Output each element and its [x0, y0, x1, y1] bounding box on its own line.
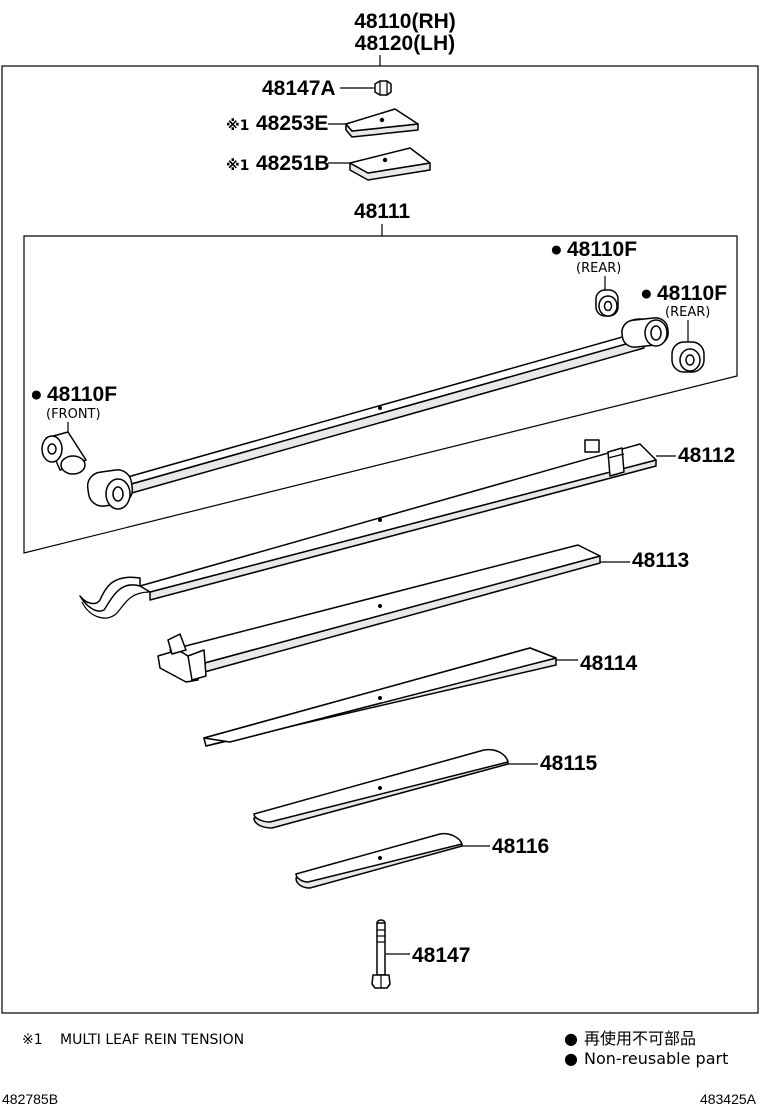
part-label-48112: 48112 — [678, 444, 735, 467]
callout-front: (FRONT) — [46, 407, 101, 422]
part-label-48147a: 48147A — [262, 77, 336, 100]
dot-rear-b: ● — [640, 282, 653, 305]
part-label-48113: 48113 — [632, 549, 689, 572]
subassembly-frame-48111 — [23, 235, 738, 554]
legend-english: Non-reusable part — [584, 1049, 728, 1068]
plate-48251b-shape — [349, 147, 431, 181]
mark1-48251b: ※1 — [226, 158, 249, 174]
mark1-48253e: ※1 — [226, 118, 249, 134]
assembly-label-rh: 48110(RH) — [354, 10, 456, 33]
leaf-48111-shape — [86, 317, 669, 510]
bolt-shape — [371, 919, 391, 989]
dot-rear-a: ● — [550, 238, 563, 261]
callout-rear-b: (REAR) — [665, 305, 710, 320]
legend-dot-en: ● — [564, 1049, 578, 1068]
nut-shape — [374, 80, 392, 96]
part-label-48110f-front: 48110F — [47, 383, 117, 406]
bushing-rear-b-shape — [671, 341, 705, 373]
footnote-text: MULTI LEAF REIN TENSION — [60, 1032, 244, 1048]
part-label-48115: 48115 — [540, 752, 598, 775]
part-label-48114: 48114 — [580, 652, 638, 675]
part-label-48116: 48116 — [492, 835, 549, 858]
bushing-rear-a-shape — [595, 289, 619, 317]
assembly-frame — [1, 65, 759, 1014]
footnote-mark: ※1 — [22, 1032, 43, 1048]
part-label-48147: 48147 — [412, 944, 470, 967]
plate-48253e-shape — [345, 108, 419, 138]
leaf-48115-shape — [253, 748, 509, 829]
drawing-code-left: 482785B — [2, 1091, 58, 1107]
assembly-label-lh: 48120(LH) — [355, 32, 455, 55]
part-label-48251b: 48251B — [256, 152, 330, 175]
part-label-48111: 48111 — [354, 200, 410, 223]
drawing-code-right: 483425A — [700, 1091, 757, 1107]
svg-text:※1: ※1 — [226, 158, 249, 174]
part-label-48110f-rear-a: 48110F — [567, 238, 637, 261]
bushing-front-shape — [41, 431, 87, 475]
svg-text:●: ● — [640, 282, 653, 305]
part-label-48110f-rear-b: 48110F — [657, 282, 727, 305]
svg-text:※1: ※1 — [226, 118, 249, 134]
leaf-48112-shape — [79, 439, 657, 619]
leaf-48116-shape — [295, 832, 463, 889]
leaf-48114-shape — [203, 647, 557, 747]
svg-text:●: ● — [30, 383, 43, 406]
legend-japanese: 再使用不可部品 — [584, 1029, 696, 1048]
dot-front: ● — [30, 383, 43, 406]
legend-dot-jp: ● — [564, 1029, 578, 1048]
svg-text:●: ● — [550, 238, 563, 261]
leaf-48113-shape — [157, 544, 601, 683]
part-label-48253e: 48253E — [256, 112, 328, 135]
callout-rear-a: (REAR) — [576, 261, 621, 276]
